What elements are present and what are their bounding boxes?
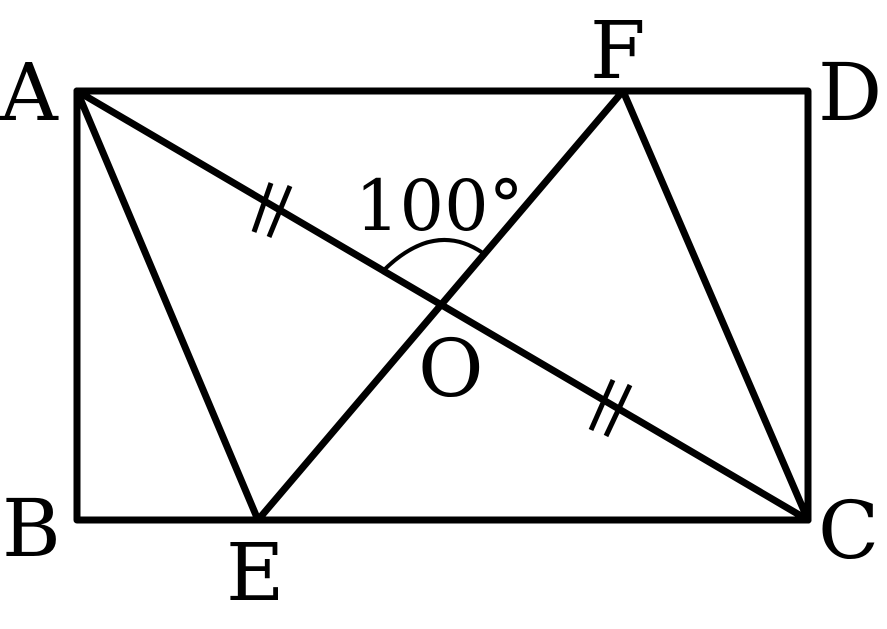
segment-fc [619,87,812,524]
label-a: A [0,46,59,139]
label-o: O [418,322,484,415]
label-d: D [818,46,882,139]
angle-label: 100° [355,165,524,247]
tick-oc-2 [603,383,633,438]
segment-ae [73,87,262,524]
tick-marks-ao [251,182,293,238]
tick-oc-1 [588,378,616,432]
label-b: B [2,482,61,575]
tick-ao-2 [266,185,293,238]
label-f: F [590,4,646,97]
tick-ao-1 [251,182,274,233]
segment-ef [254,87,627,524]
tick-marks-oc [588,378,633,438]
angle-arc [382,237,485,272]
label-e: E [226,526,284,619]
label-c: C [818,484,879,577]
